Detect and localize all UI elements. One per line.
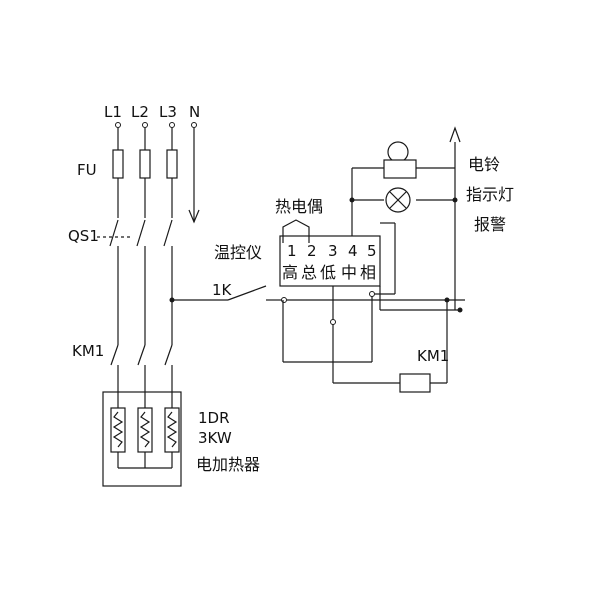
svg-text:低: 低 [320,263,336,282]
controller-box [279,235,381,287]
supply-terminals [115,122,197,128]
heater-block [102,391,182,487]
svg-text:2: 2 [307,242,317,260]
fuse-l2 [139,149,151,179]
fuse-label: FU [77,161,97,179]
terminal-functions: 高 总 低 中 相 [282,263,376,282]
alarm-wiring [349,126,463,313]
phase-label-n: N [189,103,200,121]
bell-label: 电铃 [468,155,500,174]
fuse-l1 [112,149,124,179]
fuse-group [112,128,178,218]
heater-id-label: 1DR [198,409,230,427]
svg-text:中: 中 [341,263,357,282]
svg-text:1: 1 [287,242,297,260]
svg-text:总: 总 [301,263,317,282]
controller-wiring [282,222,460,384]
phase-label-l1: L1 [104,103,122,121]
contactor-km1-main [110,344,173,408]
terminal-numbers: 1 2 3 4 5 [287,242,377,260]
phase-label-l2: L2 [131,103,149,121]
breaker-qs1 [97,219,173,345]
svg-text:3: 3 [328,242,338,260]
controller-label: 温控仪 [214,243,262,262]
switch-1k [227,285,465,303]
svg-text:5: 5 [367,242,377,260]
breaker-label: QS1 [68,227,99,245]
fuse-l3 [166,149,178,179]
contactor-coil-label: KM1 [417,347,449,365]
alarm-label: 报警 [474,215,506,234]
neutral-line [188,128,200,224]
contactor-km1-coil [399,297,450,393]
svg-text:高: 高 [282,263,298,282]
svg-text:相: 相 [360,263,376,282]
thermocouple-symbol [282,219,310,243]
heater-power-label: 3KW [198,429,232,447]
indicator-label: 指示灯 [466,185,514,204]
svg-text:4: 4 [348,242,358,260]
heater-name-label: 电加热器 [196,455,260,474]
phase-label-l3: L3 [159,103,177,121]
control-feed [169,297,228,303]
thermocouple-label: 热电偶 [275,197,323,216]
switch-label: 1K [212,281,233,299]
indicator-lamp-symbol [385,187,411,213]
bell-symbol [383,141,417,179]
contactor-main-label: KM1 [72,342,104,360]
